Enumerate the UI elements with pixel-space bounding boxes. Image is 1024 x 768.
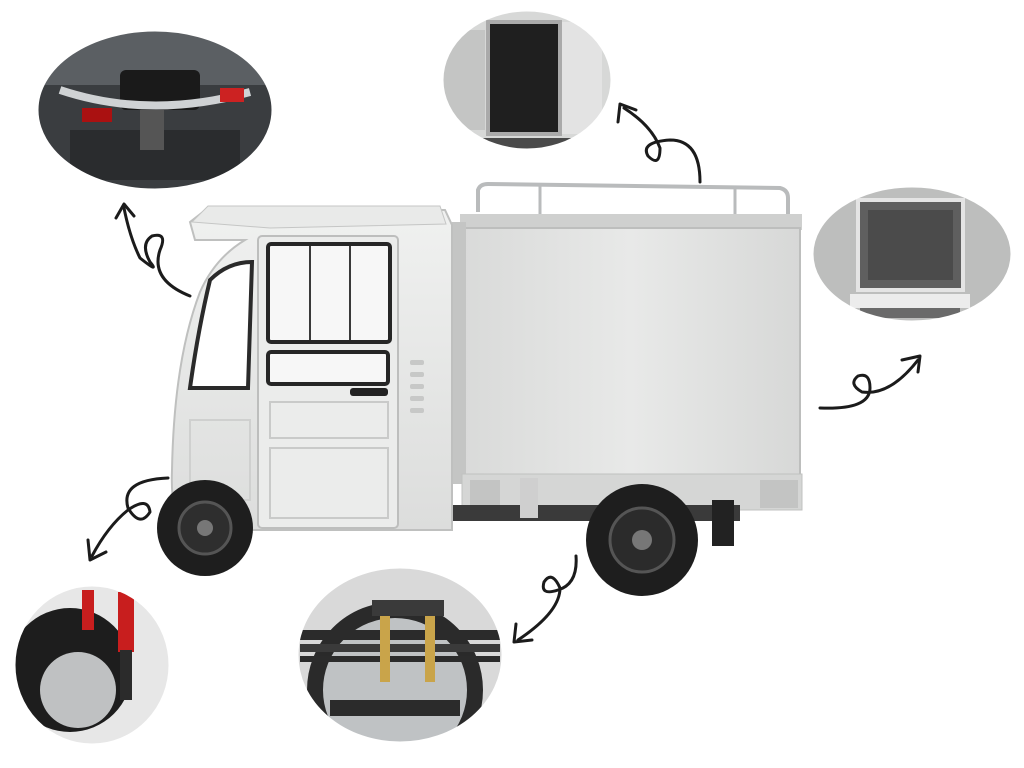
rear-cargo-closeup	[810, 184, 1014, 324]
dashboard-closeup	[35, 28, 275, 192]
arrow-to-front-suspension-icon	[86, 476, 170, 562]
cargo-box	[452, 214, 803, 511]
rear-wheel	[586, 484, 698, 596]
arrow-to-dashboard-icon	[114, 202, 192, 298]
arrow-to-cargo-door-icon	[616, 102, 702, 184]
arrow-to-leaf-spring-icon	[512, 554, 578, 644]
cab	[170, 205, 453, 531]
roof-rack	[476, 181, 790, 222]
front-suspension-closeup	[12, 583, 172, 747]
front-wheel	[157, 480, 253, 576]
leaf-spring-closeup	[295, 565, 505, 745]
arrow-to-rear-cargo-icon	[818, 354, 922, 410]
cargo-door-closeup	[440, 8, 614, 152]
